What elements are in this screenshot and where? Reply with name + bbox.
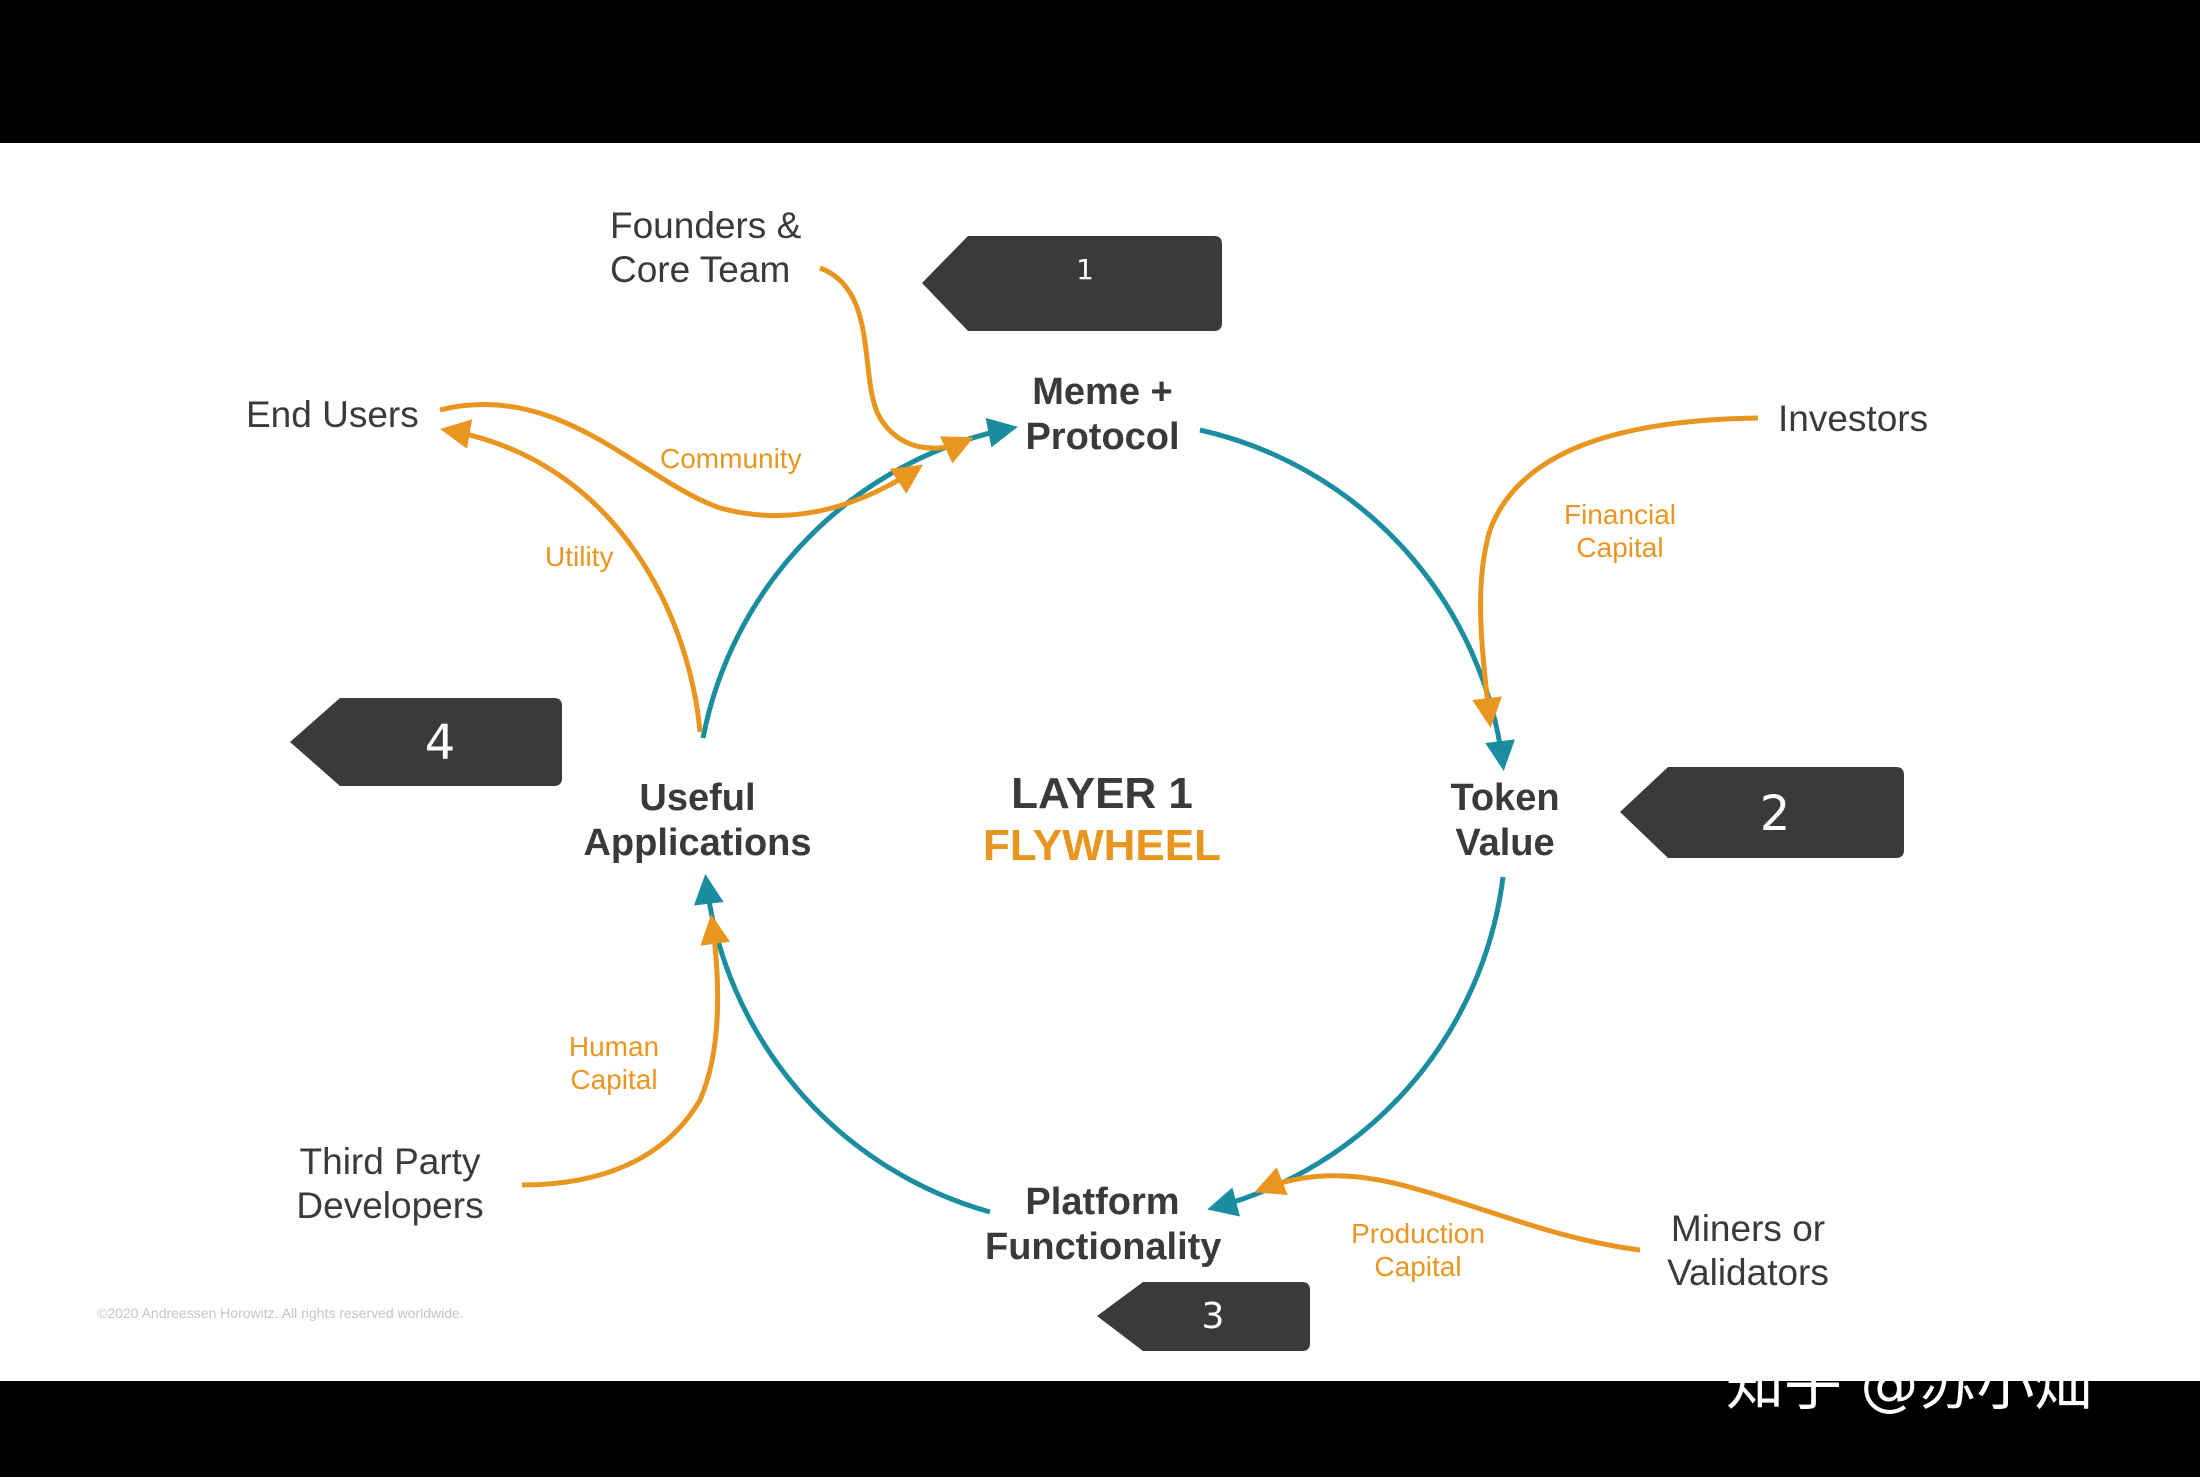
flow-community-from-end-users xyxy=(439,402,923,518)
flow-label-utility: Utility xyxy=(545,541,614,572)
badge-2-label: 2 xyxy=(1759,786,1791,842)
badge-4-label: 4 xyxy=(424,715,456,771)
node-useful-applications: Useful Applications xyxy=(583,777,812,864)
flow-investors-to-token xyxy=(1472,415,1759,728)
actor-end-users: End Users xyxy=(246,394,419,435)
badge-1-shape xyxy=(922,236,1222,331)
actor-third-party-developers: Third Party Developers xyxy=(296,1141,484,1226)
actor-miners-validators: Miners or Validators xyxy=(1667,1208,1829,1293)
top-letterbox xyxy=(0,0,2200,143)
cycle-arrow-protocol-to-token xyxy=(1199,427,1515,771)
badge-2-shape xyxy=(1620,767,1904,858)
actor-founders: Founders & Core Team xyxy=(610,205,802,290)
cycle-arrow-token-to-platform xyxy=(1207,876,1506,1217)
center-title-line2: FLYWHEEL xyxy=(983,821,1221,870)
badge-4-shape xyxy=(290,698,562,786)
bottom-letterbox xyxy=(0,1381,2200,1477)
flow-label-production-capital: Production Capital xyxy=(1351,1218,1485,1283)
flow-label-financial-capital: Financial Capital xyxy=(1563,499,1677,564)
flow-utility-to-end-users xyxy=(440,419,703,733)
node-meme-protocol: Meme + Protocol xyxy=(1025,371,1180,458)
flow-founders-to-protocol xyxy=(819,265,974,464)
badge-3-shape xyxy=(1097,1282,1310,1351)
flow-label-community: Community xyxy=(660,443,802,474)
watermark-text: 知乎 @苏小灿 xyxy=(1726,1350,2093,1418)
node-platform-functionality: Platform Functionality xyxy=(985,1181,1222,1268)
flow-miners-to-platform xyxy=(1254,1167,1641,1253)
flow-label-human-capital: Human Capital xyxy=(568,1031,660,1096)
actor-investors: Investors xyxy=(1778,398,1929,439)
badge-3-label: 3 xyxy=(1201,1296,1225,1337)
node-token-value: Token Value xyxy=(1450,777,1560,864)
flow-developers-to-applications xyxy=(521,914,731,1188)
copyright-notice: ©2020 Andreessen Horowitz. All rights re… xyxy=(97,1305,464,1321)
cycle-arrow-platform-to-applications xyxy=(693,874,991,1215)
center-title-line1: LAYER 1 xyxy=(1011,769,1193,818)
badge-1-label: 1 xyxy=(1076,253,1094,286)
